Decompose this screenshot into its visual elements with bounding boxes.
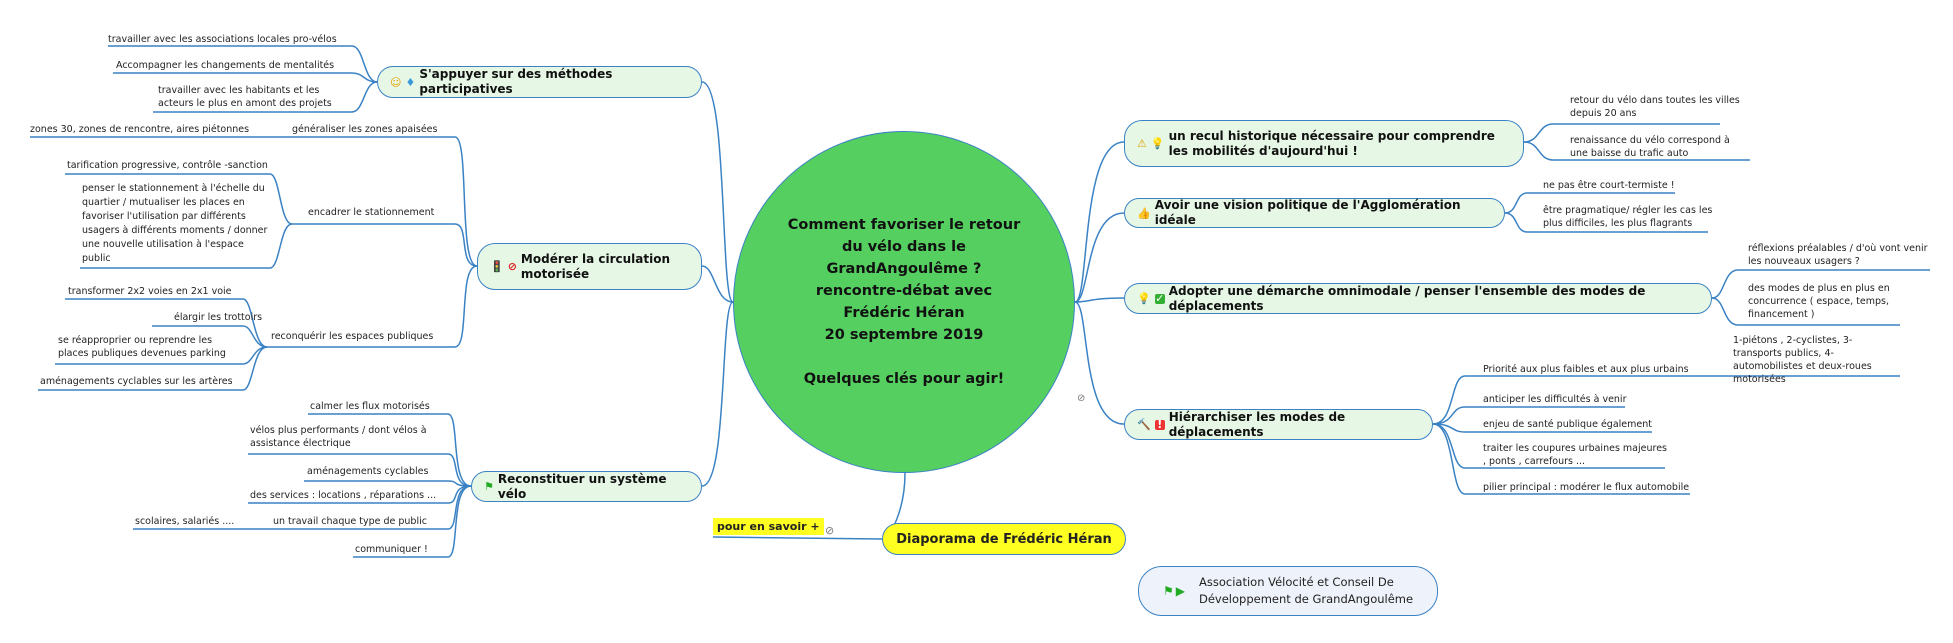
association-label: Association Vélocité et Conseil De Dével… xyxy=(1199,575,1414,606)
leaf[interactable]: communiquer ! xyxy=(355,544,428,555)
leaf[interactable]: des services : locations , réparations .… xyxy=(250,490,437,501)
stop-icon: ⊘ xyxy=(507,260,517,273)
topic-recul[interactable]: ⚠ 💡 un recul historique nécessaire pour … xyxy=(1124,120,1524,167)
topic-label: Modérer la circulation motorisée xyxy=(520,251,671,281)
topic-diaporama[interactable]: Diaporama de Frédéric Héran xyxy=(882,523,1126,555)
leaf-zones-sub[interactable]: zones 30, zones de rencontre, aires piét… xyxy=(30,124,250,135)
leaf[interactable]: ne pas être court-termiste ! xyxy=(1543,180,1675,191)
topic-label: Reconstituer un système vélo xyxy=(497,471,667,501)
central-line: GrandAngoulême ? xyxy=(826,261,982,277)
flag-icon: ⚑ xyxy=(1163,583,1174,598)
central-line: Frédéric Héran xyxy=(843,305,965,321)
topic-participatives[interactable]: ☺ ♦ S'appuyer sur des méthodes participa… xyxy=(377,66,702,98)
leaf[interactable]: pilier principal : modérer le flux autom… xyxy=(1483,482,1690,493)
topic-omnimodale[interactable]: 💡 ✓ Adopter une démarche omnimodale / pe… xyxy=(1124,283,1712,314)
bulb-icon: 💡 xyxy=(1150,137,1165,150)
leaf[interactable]: des modes de plus en plus en concurrence… xyxy=(1748,283,1890,320)
leaf[interactable]: réflexions préalables / d'où vont venir … xyxy=(1748,243,1928,267)
central-topic[interactable]: Comment favoriser le retour du vélo dans… xyxy=(733,131,1075,473)
leaf[interactable]: vélos plus performants / dont vélos à as… xyxy=(250,425,427,449)
leaf-stationnement[interactable]: encadrer le stationnement xyxy=(308,207,435,218)
topic-label: Hiérarchiser les modes de déplacements xyxy=(1168,409,1346,439)
topic-label: un recul historique nécessaire pour comp… xyxy=(1168,128,1495,158)
leaf[interactable]: traiter les coupures urbaines majeures ,… xyxy=(1483,443,1667,467)
leaf[interactable]: calmer les flux motorisés xyxy=(310,401,430,412)
topic-label: S'appuyer sur des méthodes participative… xyxy=(419,67,613,96)
bulb-icon: 💡 xyxy=(1137,292,1151,305)
attachment-icon[interactable]: ⊘ xyxy=(1077,393,1086,404)
thumbs-up-icon: 👍 xyxy=(1137,206,1151,220)
bird-icon: ♦ xyxy=(405,75,416,89)
central-line: 20 septembre 2019 xyxy=(824,327,984,343)
central-spacer xyxy=(788,346,1020,368)
topic-label: Adopter une démarche omnimodale / penser… xyxy=(1168,283,1646,313)
leaf[interactable]: transformer 2x2 voies en 2x1 voie xyxy=(68,286,232,297)
topic-hierarchiser[interactable]: 🔨 ! Hiérarchiser les modes de déplacemen… xyxy=(1124,409,1433,440)
leaf[interactable]: Accompagner les changements de mentalité… xyxy=(116,60,335,71)
leaf[interactable]: enjeu de santé publique également xyxy=(1483,419,1652,430)
topic-label: Diaporama de Frédéric Héran xyxy=(896,531,1112,547)
leaf[interactable]: tarification progressive, contrôle -sanc… xyxy=(67,160,268,171)
central-line: du vélo dans le xyxy=(841,239,966,255)
flag-icon: ⚑ xyxy=(484,480,494,493)
leaf[interactable]: retour du vélo dans toutes les villes de… xyxy=(1570,95,1740,119)
leaf-priorite[interactable]: Priorité aux plus faibles et aux plus ur… xyxy=(1483,364,1689,375)
leaf[interactable]: travailler avec les associations locales… xyxy=(108,34,337,45)
leaf-zones[interactable]: généraliser les zones apaisées xyxy=(292,124,438,135)
leaf[interactable]: anticiper les difficultés à venir xyxy=(1483,394,1627,405)
leaf[interactable]: être pragmatique/ régler les cas les plu… xyxy=(1543,205,1713,229)
leaf[interactable]: travailler avec les habitants et les act… xyxy=(158,85,332,109)
leaf[interactable]: renaissance du vélo correspond à une bai… xyxy=(1570,135,1730,159)
smile-icon: ☺ xyxy=(390,75,402,89)
leaf[interactable]: penser le stationnement à l'échelle du q… xyxy=(82,183,268,264)
topic-vision[interactable]: 👍 Avoir une vision politique de l'Agglom… xyxy=(1124,198,1505,228)
gavel-icon: 🔨 xyxy=(1137,418,1151,431)
topic-moderer[interactable]: 🚦 ⊘ Modérer la circulation motorisée xyxy=(477,243,702,290)
central-line: Comment favoriser le retour xyxy=(787,217,1021,233)
central-line: Quelques clés pour agir! xyxy=(803,371,1005,387)
topic-systeme[interactable]: ⚑ Reconstituer un système vélo xyxy=(471,471,702,502)
warning-icon: ⚠ xyxy=(1137,137,1147,150)
central-line: rencontre-débat avec xyxy=(815,283,993,299)
leaf[interactable]: un travail chaque type de public xyxy=(273,516,427,527)
attachment-icon[interactable]: ⊘ xyxy=(825,524,835,537)
note-savoir: pour en savoir + xyxy=(713,518,824,535)
traffic-icon: 🚦 xyxy=(490,260,504,273)
leaf-public-sub[interactable]: scolaires, salariés .... xyxy=(135,516,235,527)
leaf[interactable]: aménagements cyclables xyxy=(307,466,429,477)
check-icon: ✓ xyxy=(1154,291,1165,305)
leaf-reconquerir[interactable]: reconquérir les espaces publiques xyxy=(271,331,434,342)
association-box[interactable]: ⚑ ▶ Association Vélocité et Conseil De D… xyxy=(1138,566,1438,616)
leaf[interactable]: élargir les trottoirs xyxy=(174,312,263,323)
leaf[interactable]: aménagements cyclables sur les artères xyxy=(40,376,233,387)
leaf[interactable]: se réapproprier ou reprendre les places … xyxy=(58,335,226,359)
exclamation-icon: ! xyxy=(1154,419,1165,430)
play-icon: ▶ xyxy=(1175,583,1185,598)
leaf-priorite-sub[interactable]: 1-piétons , 2-cyclistes, 3-transports pu… xyxy=(1733,335,1872,385)
topic-label: Avoir une vision politique de l'Agglomér… xyxy=(1154,198,1461,227)
